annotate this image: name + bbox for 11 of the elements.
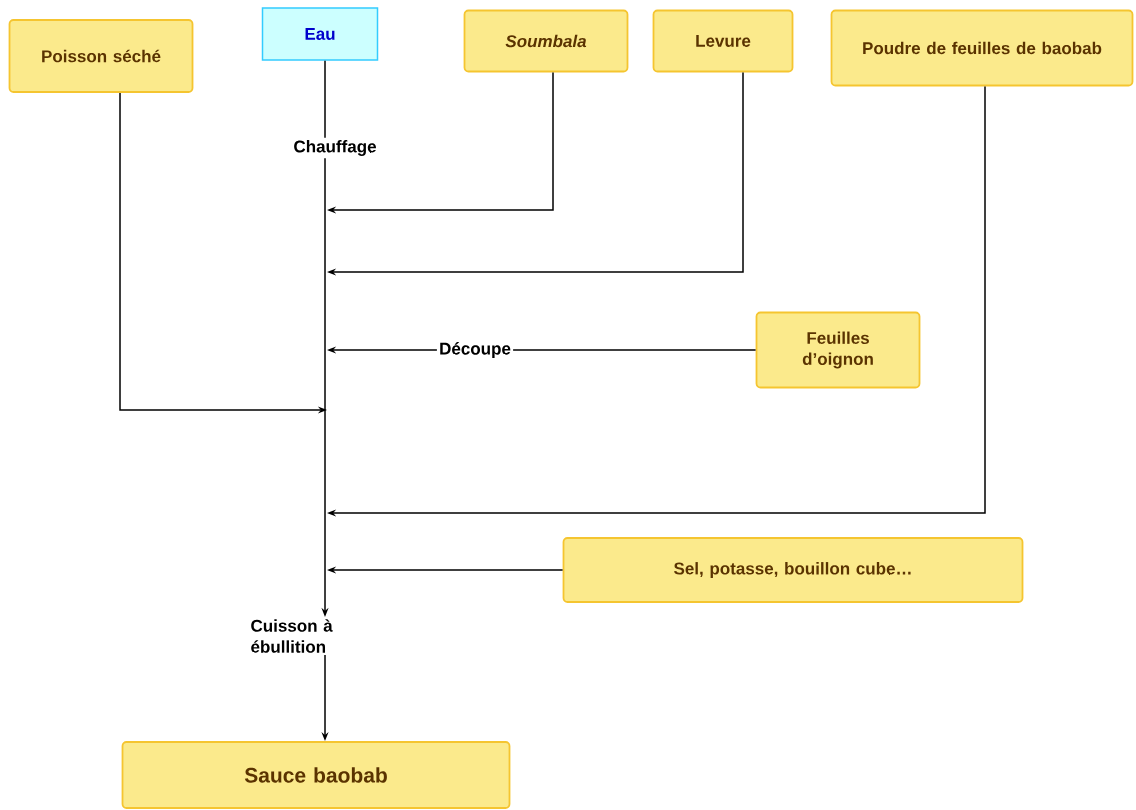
ingredient-box: Poudre de feuilles de baobab [830, 9, 1134, 87]
ingredient-box: Poisson séché [8, 19, 194, 93]
ingredient-box: Sel, potasse, bouillon cube… [562, 537, 1024, 603]
ingredient-box: Levure [652, 9, 794, 73]
step-label: Chauffage [294, 140, 376, 156]
ingredient-box: Feuilles d’oignon [755, 311, 921, 389]
ingredient-box: Eau [261, 7, 379, 61]
product-box: Sauce baobab [121, 741, 511, 809]
step-label: Découpe [440, 342, 511, 358]
ingredient-box: Soumbala [463, 9, 629, 73]
step-label: Cuisson à ébullition [251, 619, 333, 653]
